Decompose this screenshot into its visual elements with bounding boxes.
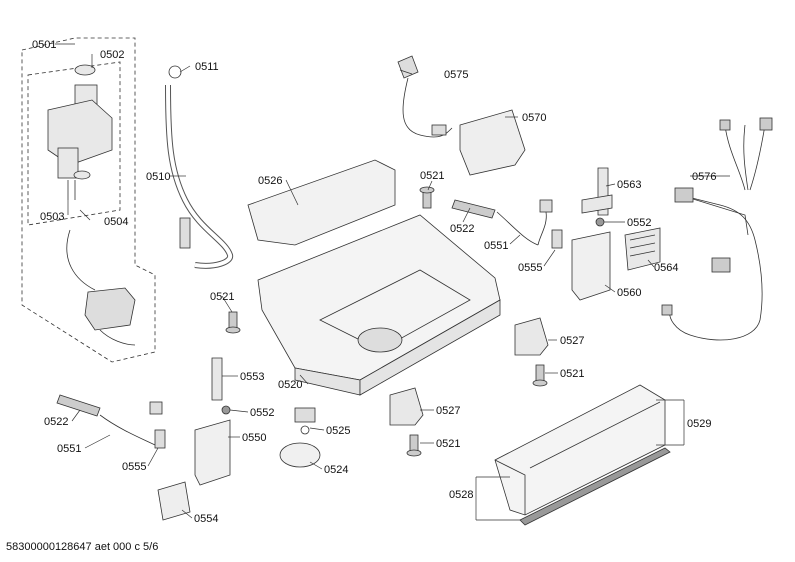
callout-0504: 0504	[104, 216, 129, 228]
bracket-0554	[157, 481, 191, 521]
callout-0524: 0524	[324, 464, 349, 476]
callout-0527-b: 0527	[436, 405, 461, 417]
bracket-0560	[571, 231, 611, 301]
sensor-block	[84, 287, 136, 331]
foot-0527-a	[514, 317, 549, 356]
screw-0521-d	[406, 434, 422, 457]
heater-0522-b	[56, 394, 101, 417]
callout-0521-c: 0521	[560, 368, 585, 380]
callout-0560: 0560	[617, 287, 642, 299]
callout-0528: 0528	[449, 489, 474, 501]
group-outline-0502	[27, 61, 121, 226]
bracket-0553	[211, 357, 223, 401]
module-0570	[459, 109, 526, 176]
callout-0522-b: 0522	[44, 416, 69, 428]
callout-0570: 0570	[522, 112, 547, 124]
callout-0520: 0520	[278, 379, 303, 391]
callout-0576: 0576	[692, 171, 717, 183]
heater-0522-a	[451, 199, 496, 219]
callout-0521-b: 0521	[210, 291, 235, 303]
part-0525	[294, 407, 316, 423]
base-tub-0520	[257, 214, 501, 396]
callout-0564: 0564	[654, 262, 679, 274]
cover-0526	[247, 159, 396, 246]
callout-0502: 0502	[100, 49, 125, 61]
callout-0525: 0525	[326, 425, 351, 437]
callout-0550: 0550	[242, 432, 267, 444]
cage-0564	[624, 227, 661, 271]
foot-0527-b	[389, 387, 424, 426]
callout-0527-a: 0527	[560, 335, 585, 347]
callout-0575: 0575	[444, 69, 469, 81]
document-footer-id: 58300000128647 aet 000 c 5/6	[6, 541, 159, 553]
screw-0521-a	[419, 186, 435, 209]
callout-0522-a: 0522	[450, 223, 475, 235]
screw-0521-c	[532, 364, 548, 387]
callout-0526: 0526	[258, 175, 283, 187]
valve-assembly	[47, 64, 113, 180]
callout-0554: 0554	[194, 513, 219, 525]
callout-0552-b: 0552	[250, 407, 275, 419]
callout-0529: 0529	[687, 418, 712, 430]
callout-0521-a: 0521	[420, 170, 445, 182]
callout-0555-b: 0555	[122, 461, 147, 473]
callout-0553: 0553	[240, 371, 265, 383]
group-outline-0501	[21, 37, 156, 363]
callout-0551-a: 0551	[484, 240, 509, 252]
callout-0563: 0563	[617, 179, 642, 191]
screw-0521-b	[225, 311, 241, 334]
callout-0552-a: 0552	[627, 217, 652, 229]
bracket-0550	[194, 419, 231, 486]
callout-0510: 0510	[146, 171, 171, 183]
callout-0551-b: 0551	[57, 443, 82, 455]
disc-0524	[279, 442, 321, 468]
callout-0521-d: 0521	[436, 438, 461, 450]
callout-0555-a: 0555	[518, 262, 543, 274]
callout-0511: 0511	[195, 61, 219, 73]
callout-0503: 0503	[40, 211, 65, 223]
strip-0529	[519, 447, 671, 526]
wiring-harness-0576	[661, 117, 773, 341]
callout-0501: 0501	[32, 39, 57, 51]
